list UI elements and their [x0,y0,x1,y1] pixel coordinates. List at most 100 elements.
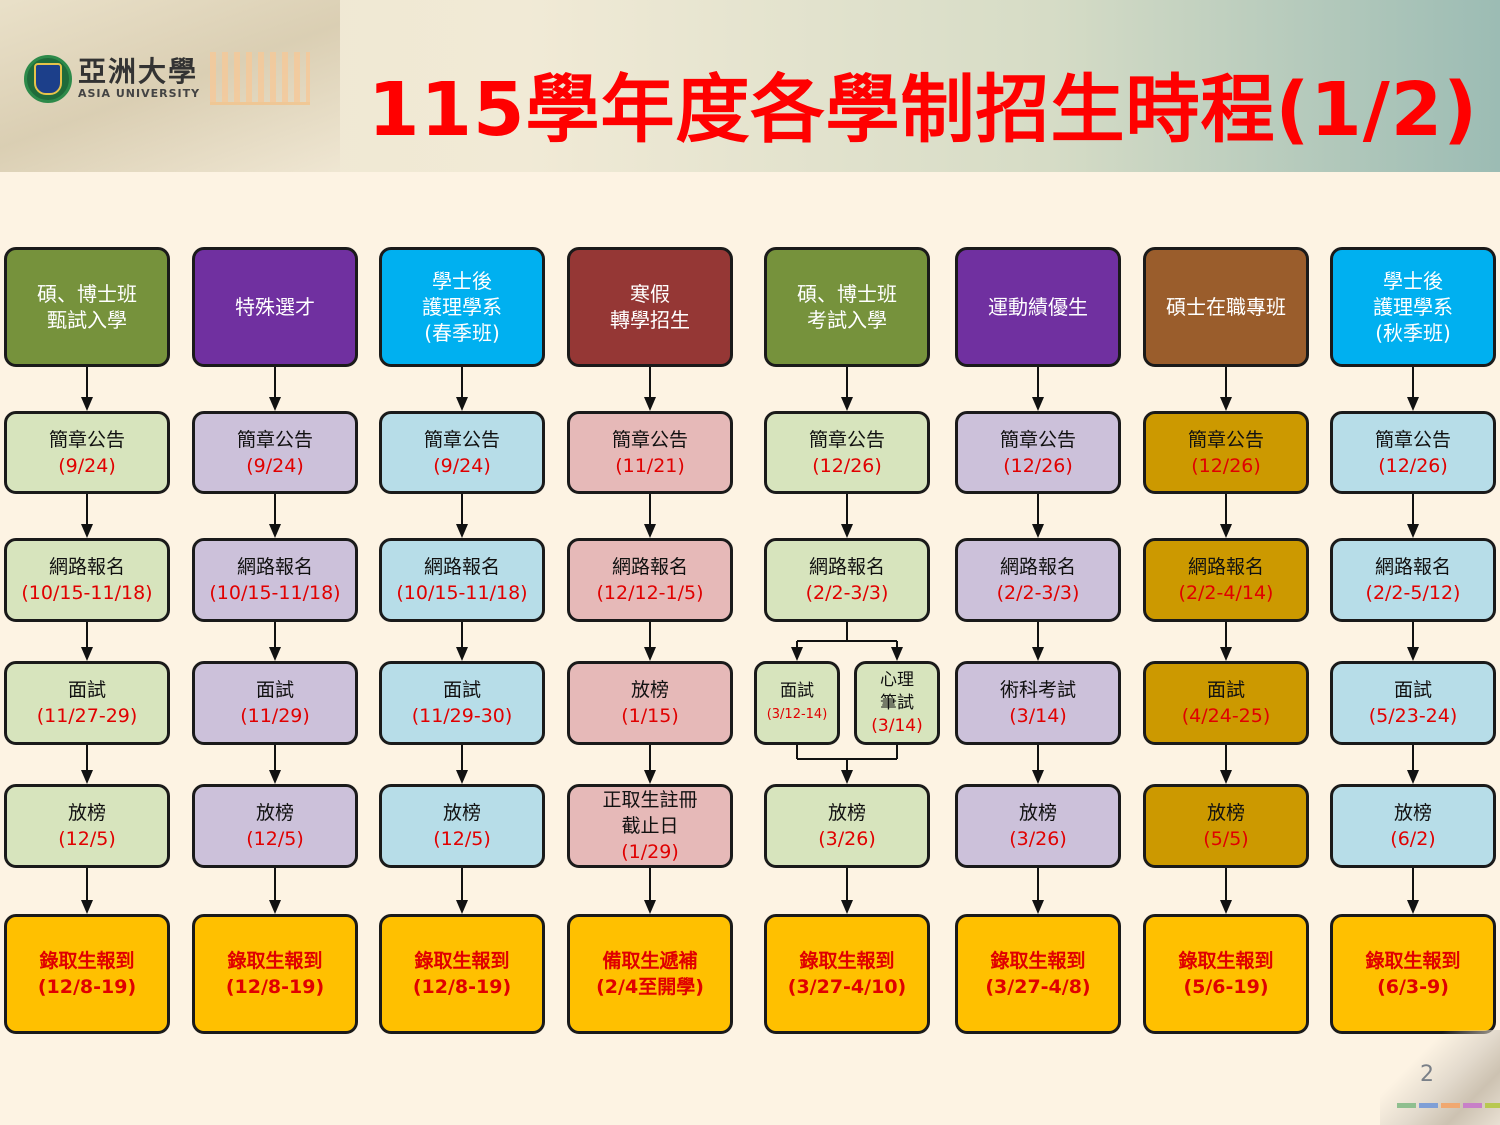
step-box[interactable]: 面試(4/24-25) [1143,661,1309,745]
program-header[interactable]: 學士後 護理學系 (春季班) [379,247,545,367]
enrollment-box[interactable]: 錄取生報到(12/8-19) [192,914,358,1034]
step-label: 簡章公告 [48,428,125,451]
step-box[interactable]: 網路報名(2/2-5/12) [1330,538,1496,622]
step-box[interactable]: 面試 (5/23-24) [1330,661,1496,745]
step-box[interactable]: 簡章公告(12/26) [1330,411,1496,494]
step-label: 面試 [255,679,294,701]
arrow-down-icon [456,397,468,411]
connector-line [846,494,848,526]
connector-line [846,868,848,902]
step-box[interactable]: 網路報名(2/2-3/3) [955,538,1121,622]
connector-line [274,367,276,399]
step-box[interactable]: 放榜(1/15) [567,661,733,745]
step-box[interactable]: 放榜(12/5) [192,784,358,868]
step-box[interactable]: 面試 (11/29) [192,661,358,745]
arrow-down-icon [81,770,93,784]
step-box[interactable]: 簡章公告(11/21) [567,411,733,494]
program-header[interactable]: 碩、博士班 考試入學 [764,247,930,367]
program-title: 學士後 護理學系 (春季班) [422,269,502,345]
step-box[interactable]: 面試(11/27-29) [4,661,170,745]
step-label: 放榜 [67,802,106,824]
step-box[interactable]: 術科考試(3/14) [955,661,1121,745]
enrollment-box[interactable]: 備取生遞補(2/4至開學) [567,914,733,1034]
step-label: 放榜 [255,802,294,824]
step-date: (5/23-24) [1368,705,1458,727]
step-label: 簡章公告 [999,428,1076,451]
step-label: 面試 [67,679,106,701]
connector-line [461,745,463,772]
step-label: 錄取生報到 [39,950,135,972]
step-box[interactable]: 放榜 (3/26) [764,784,930,868]
step-box[interactable]: 網路報名(10/15-11/18) [4,538,170,622]
connector-line [846,759,848,772]
step-box[interactable]: 放榜(12/5) [379,784,545,868]
connector-line [1225,622,1227,649]
step-box[interactable]: 簡章公告(9/24) [379,411,545,494]
step-box[interactable]: 放榜(3/26) [955,784,1121,868]
step-box[interactable]: 面試(11/29-30) [379,661,545,745]
step-box[interactable]: 簡章公告(12/26) [1143,411,1309,494]
step-box[interactable]: 正取生註冊 截止日(1/29) [567,784,733,868]
program-header[interactable]: 寒假 轉學招生 [567,247,733,367]
split-step-box[interactable]: 面試(3/12-14) [754,661,840,745]
step-box[interactable]: 簡章公告(12/26) [955,411,1121,494]
step-date: (12/12-1/5) [596,582,704,604]
step-date: (3/26) [818,828,876,850]
arrow-down-icon [456,900,468,914]
arrow-down-icon [1220,397,1232,411]
enrollment-box[interactable]: 錄取生報到(5/6-19) [1143,914,1309,1034]
step-box[interactable]: 放榜(6/2) [1330,784,1496,868]
arrow-down-icon [644,647,656,661]
color-bar-decoration [1397,1103,1500,1108]
enrollment-box[interactable]: 錄取生報到(3/27-4/8) [955,914,1121,1034]
program-header[interactable]: 碩、博士班 甄試入學 [4,247,170,367]
step-label: 放榜 [827,802,866,824]
logo-english-name: ASIA UNIVERSITY [78,87,201,100]
step-box[interactable]: 放榜(12/5) [4,784,170,868]
enrollment-box[interactable]: 錄取生報到(3/27-4/10) [764,914,930,1034]
university-seal-icon [24,54,72,103]
step-label: 簡章公告 [423,428,500,451]
connector-line [274,868,276,902]
program-header[interactable]: 碩士在職專班 [1143,247,1309,367]
program-header[interactable]: 運動績優生 [955,247,1121,367]
step-date: (5/6-19) [1183,976,1269,998]
enrollment-box[interactable]: 錄取生報到(12/8-19) [4,914,170,1034]
connector-line [1412,745,1414,772]
arrow-down-icon [269,770,281,784]
step-box[interactable]: 簡章公告(9/24) [4,411,170,494]
connector-line [649,868,651,902]
step-box[interactable]: 網路報名(10/15-11/18) [379,538,545,622]
program-title: 運動績優生 [988,295,1088,319]
connector-line [1225,745,1227,772]
step-date: (1/29) [621,841,679,863]
split-step-box[interactable]: 心理 筆試(3/14) [854,661,940,745]
logo-chinese-name: 亞洲大學 [78,55,199,88]
step-box[interactable]: 放榜(5/5) [1143,784,1309,868]
step-date: (6/2) [1390,828,1436,850]
step-box[interactable]: 網路報名(12/12-1/5) [567,538,733,622]
step-box[interactable]: 網路報名(2/2-3/3) [764,538,930,622]
step-label: 面試 [1393,679,1432,701]
arrow-down-icon [644,524,656,538]
step-date: (12/5) [433,828,491,850]
step-box[interactable]: 網路報名(10/15-11/18) [192,538,358,622]
arrow-down-icon [1407,770,1419,784]
step-box[interactable]: 網路報名(2/2-4/14) [1143,538,1309,622]
step-date: (11/29) [240,705,310,727]
program-header[interactable]: 學士後 護理學系 (秋季班) [1330,247,1496,367]
step-date: (2/2-3/3) [996,582,1080,604]
enrollment-box[interactable]: 錄取生報到(6/3-9) [1330,914,1496,1034]
arrow-down-icon [456,770,468,784]
arrow-down-icon [1032,647,1044,661]
step-box[interactable]: 簡章公告(9/24) [192,411,358,494]
step-label: 面試 [442,679,481,701]
enrollment-box[interactable]: 錄取生報到(12/8-19) [379,914,545,1034]
program-header[interactable]: 特殊選才 [192,247,358,367]
step-label: 錄取生報到 [1365,950,1461,972]
step-label: 錄取生報到 [227,950,323,972]
arrow-down-icon [644,770,656,784]
step-date: (3/27-4/10) [787,976,907,998]
connector-line [1037,494,1039,526]
step-box[interactable]: 簡章公告(12/26) [764,411,930,494]
